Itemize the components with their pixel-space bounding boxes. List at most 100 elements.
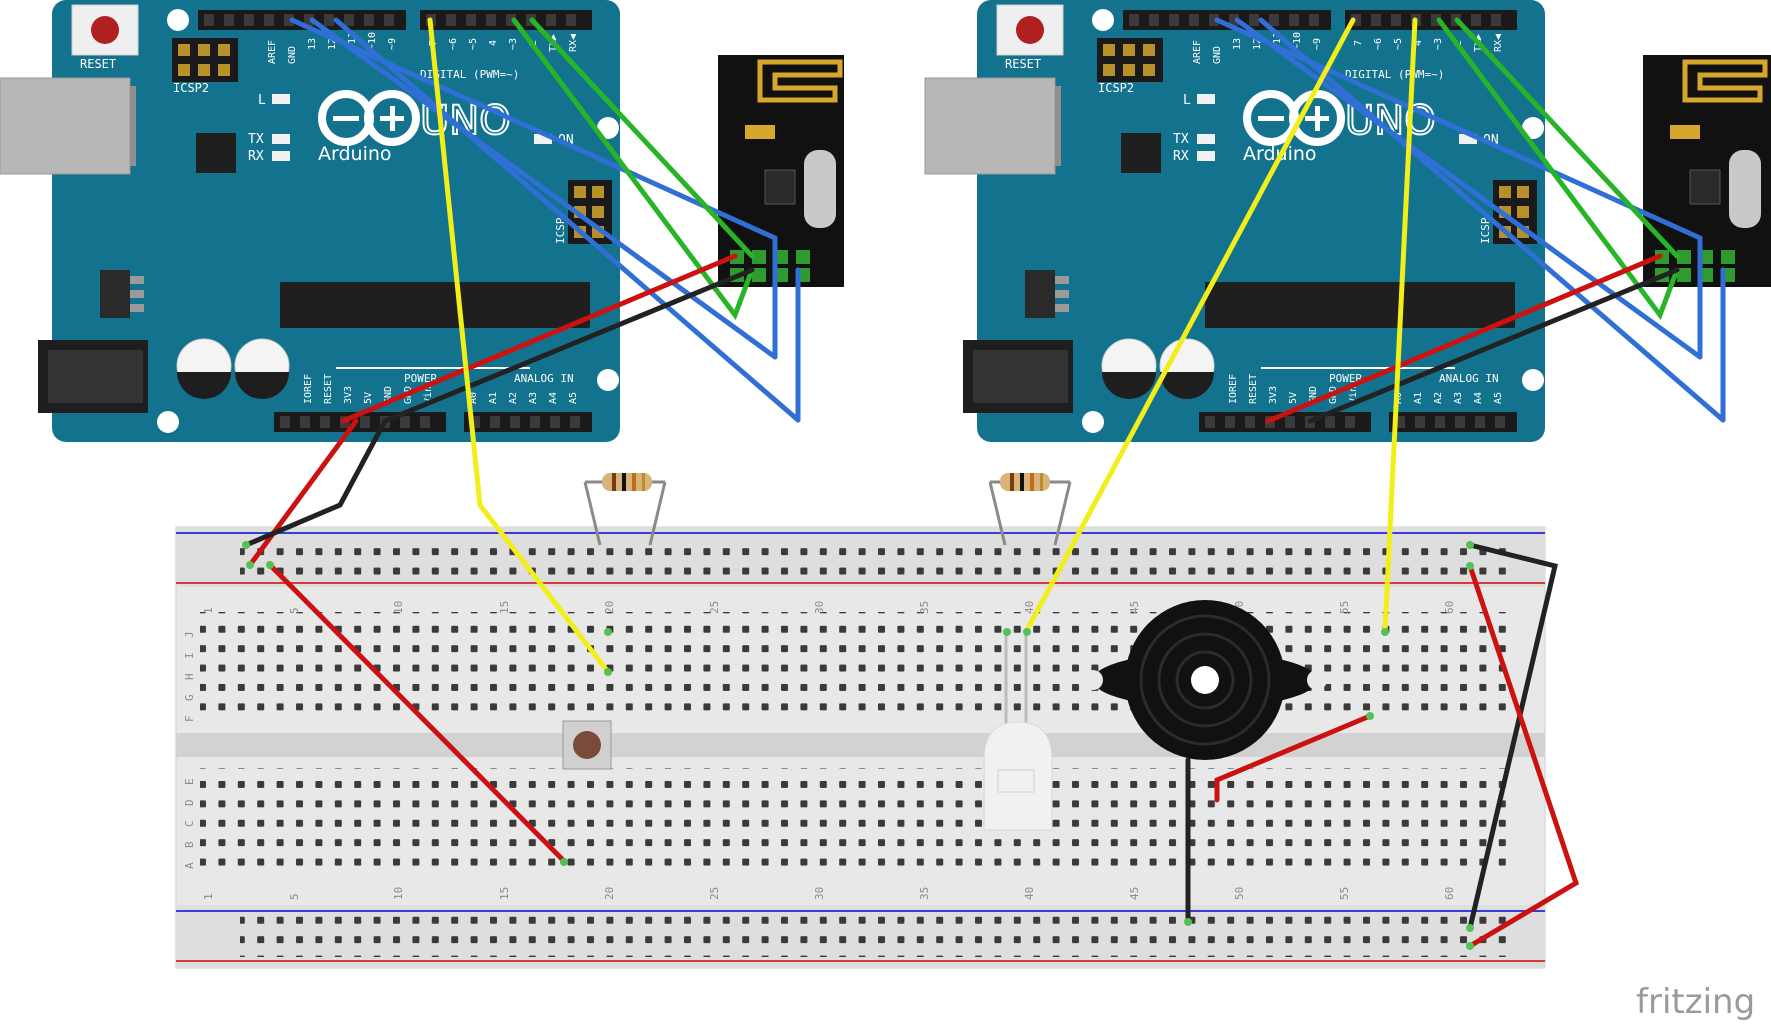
col-number: 45	[1128, 887, 1141, 900]
pin-label: ~5	[1393, 38, 1404, 50]
pin-label: ~5	[468, 38, 479, 50]
row-letter: D	[183, 799, 196, 806]
wire-green	[1436, 17, 1680, 321]
arduino-uno-board-left: RESET ICSP2 AREF GND	[0, 0, 620, 442]
pin-label: A0	[468, 392, 479, 404]
icsp-label: ICSP	[554, 217, 567, 244]
col-number: 15	[498, 601, 511, 614]
wire-yellow	[1024, 17, 1356, 633]
row-letter: G	[183, 694, 196, 701]
row-letter: F	[183, 715, 196, 722]
wire-yellow	[1382, 17, 1418, 633]
wire-green	[1454, 17, 1680, 259]
pin-label: A3	[528, 392, 539, 404]
col-number: 55	[1338, 887, 1351, 900]
resistor-left	[583, 473, 667, 546]
pin-label: A4	[1473, 392, 1484, 404]
mounting-hole	[1092, 9, 1114, 31]
pin-label: ~10	[367, 32, 378, 50]
wire-red	[267, 562, 568, 865]
col-number: 45	[1128, 601, 1141, 614]
analog-label: ANALOG IN	[514, 372, 574, 385]
analog-label: ANALOG IN	[1439, 372, 1499, 385]
wire-blue	[333, 17, 801, 423]
pin-label: ~9	[387, 38, 398, 50]
mounting-hole	[597, 117, 619, 139]
mounting-hole	[167, 9, 189, 31]
microcontroller-chip	[280, 282, 590, 328]
wire-red	[340, 253, 738, 424]
pin-label: A4	[548, 392, 559, 404]
led-label: RX	[248, 149, 264, 164]
usb-port	[924, 77, 1056, 175]
mounting-hole	[597, 369, 619, 391]
col-number: 10	[392, 601, 405, 614]
col-number: 15	[498, 887, 511, 900]
brand-text: Arduino	[318, 143, 392, 165]
col-number: 25	[708, 601, 721, 614]
col-number: 40	[1023, 887, 1036, 900]
power-label: POWER	[404, 372, 437, 385]
led-label: RX	[1173, 149, 1189, 164]
col-number: 30	[813, 887, 826, 900]
pin-label: A1	[488, 392, 499, 404]
pin-label: ~3	[508, 38, 519, 50]
led	[983, 630, 1053, 831]
col-number: 40	[1023, 601, 1036, 614]
pin-label: GND	[1212, 46, 1223, 64]
wire-blue	[1234, 17, 1703, 360]
col-number: 35	[918, 601, 931, 614]
pin-label: 4	[1413, 40, 1424, 46]
reset-label: RESET	[1005, 57, 1041, 71]
pin-label: A1	[1413, 392, 1424, 404]
col-number: 20	[603, 601, 616, 614]
col-number: 35	[918, 887, 931, 900]
center-channel	[176, 733, 1545, 757]
wire-black	[1467, 542, 1558, 931]
voltage-regulator	[1025, 270, 1055, 318]
pin-label: IOREF	[303, 374, 314, 404]
fritzing-watermark: fritzing	[1636, 982, 1755, 1022]
pin-label: 5V	[363, 392, 374, 404]
col-number: 30	[813, 601, 826, 614]
pin-label: 4	[488, 40, 499, 46]
col-number: 10	[392, 887, 405, 900]
pin-label: IOREF	[1228, 374, 1239, 404]
col-number: 60	[1443, 887, 1456, 900]
pin-label: A5	[568, 392, 579, 404]
reset-label: RESET	[80, 57, 116, 71]
reset-button[interactable]	[71, 4, 139, 56]
pushbutton[interactable]	[562, 720, 612, 770]
pin-label: A2	[508, 392, 519, 404]
wire-black	[243, 418, 388, 548]
radio-module-left	[718, 55, 844, 287]
breadboard: 1 5 10 15 20 25 30 35 40 45 50 55 60 1 5…	[175, 526, 1546, 969]
pin-label: ~9	[1312, 38, 1323, 50]
usb-chip	[1121, 133, 1161, 173]
mounting-hole	[1082, 411, 1104, 433]
wire-red	[1214, 713, 1373, 803]
icsp2-label: ICSP2	[1098, 81, 1134, 95]
icsp2-label: ICSP2	[173, 81, 209, 95]
status-leds: L TX RX ON	[1173, 93, 1499, 164]
col-number: 1	[202, 607, 215, 614]
icsp-header	[1493, 180, 1537, 244]
wire-red	[247, 418, 359, 568]
pin-label: GND	[287, 46, 298, 64]
wire-black	[1307, 267, 1680, 424]
reset-button[interactable]	[996, 4, 1064, 56]
pin-label: Vin	[1348, 386, 1359, 404]
pin-label: AREF	[1192, 40, 1203, 64]
usb-chip	[196, 133, 236, 173]
wire-blue	[1214, 17, 1703, 241]
row-letter: B	[183, 841, 196, 848]
pin-label: ~11	[1272, 32, 1283, 50]
capacitor	[234, 338, 290, 399]
microcontroller-chip	[1205, 282, 1515, 328]
resistor-right	[988, 473, 1072, 546]
usb-port	[0, 77, 131, 175]
icsp2-header	[172, 38, 238, 82]
pin-label: A2	[1433, 392, 1444, 404]
wire-yellow	[427, 17, 611, 675]
